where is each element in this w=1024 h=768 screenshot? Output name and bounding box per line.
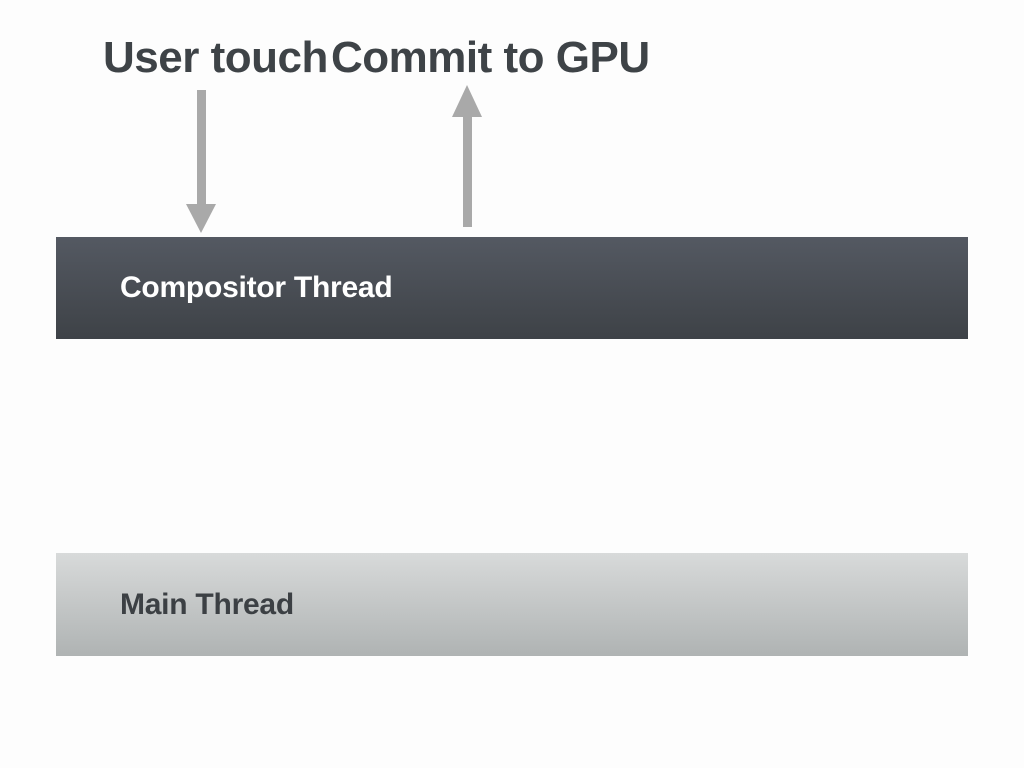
- main-thread-label: Main Thread: [120, 587, 294, 621]
- commit-to-gpu-label: Commit to GPU: [331, 33, 650, 82]
- compositor-thread-bar: Compositor Thread: [56, 237, 968, 339]
- arrow-up-shaft: [463, 117, 472, 227]
- user-touch-label: User touch: [103, 33, 328, 82]
- arrow-down-head: [186, 204, 216, 233]
- main-thread-bar: Main Thread: [56, 553, 968, 656]
- arrow-up-head: [452, 85, 482, 117]
- arrow-down-shaft: [197, 90, 206, 204]
- arrow-up-icon: [452, 85, 483, 227]
- compositor-thread-label: Compositor Thread: [120, 271, 393, 304]
- arrow-down-icon: [186, 90, 217, 233]
